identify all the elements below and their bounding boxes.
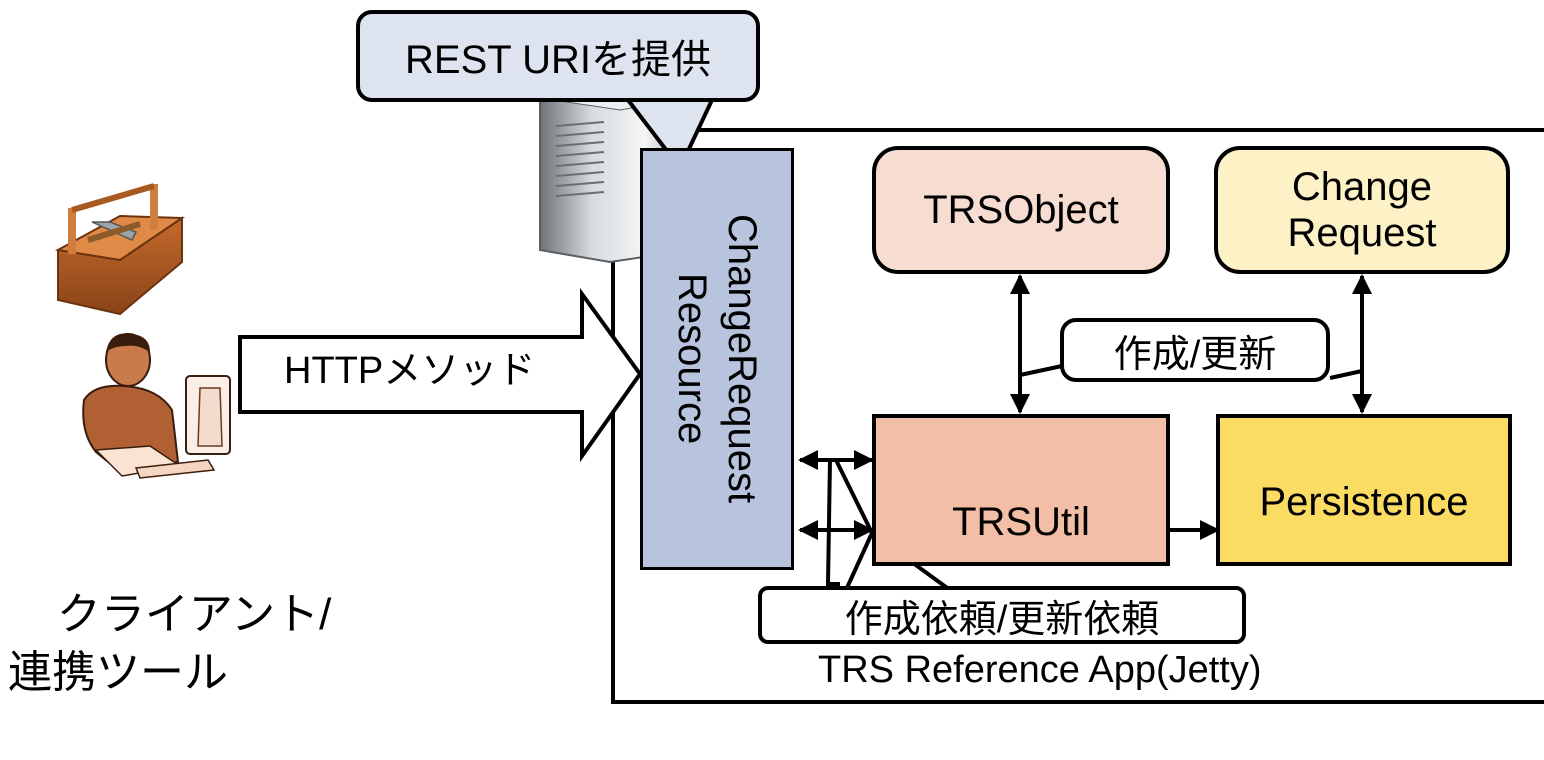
create-update-request-label: 作成依頼/更新依頼 — [758, 586, 1246, 644]
trsobject-box: TRSObject — [872, 146, 1170, 274]
client-text: クライアント/ 連携ツール — [8, 590, 332, 697]
rest-uri-callout-text: REST URIを提供 — [405, 38, 711, 82]
trsobject-label: TRSObject — [923, 187, 1119, 232]
changerequest-box: Change Request — [1214, 146, 1510, 274]
leader-create-update-right — [1329, 369, 1363, 380]
changerequest-resource-label: ChangeRequest Resource — [670, 214, 764, 504]
trsutil-box: TRSUtil — [872, 414, 1170, 566]
http-method-label: HTTPメソッド — [284, 346, 535, 396]
toolbox-icon — [54, 183, 186, 316]
architecture-diagram: REST URIを提供 ChangeRequest Resource TRSOb… — [8, 10, 1544, 704]
leader-create-update — [1019, 364, 1063, 377]
http-method-arrow — [238, 287, 643, 463]
client-label: クライアント/ 連携ツール — [8, 528, 331, 760]
create-update-request-text: 作成依頼/更新依頼 — [844, 598, 1160, 641]
create-update-label: 作成/更新 — [1060, 318, 1330, 382]
create-update-text: 作成/更新 — [1113, 333, 1277, 376]
persistence-label: Persistence — [1259, 479, 1469, 524]
persistence-box: Persistence — [1216, 414, 1512, 566]
changerequest-resource-box: ChangeRequest Resource — [640, 148, 794, 570]
http-method-text: HTTPメソッド — [284, 350, 536, 392]
person-at-computer-icon — [82, 333, 231, 479]
app-container-label: TRS Reference App(Jetty) — [818, 646, 1262, 694]
app-container-text: TRS Reference App(Jetty) — [818, 649, 1262, 691]
changerequest-label: Change Request — [1287, 165, 1437, 255]
rest-uri-callout: REST URIを提供 — [356, 10, 760, 102]
trsutil-label: TRSUtil — [952, 499, 1090, 544]
